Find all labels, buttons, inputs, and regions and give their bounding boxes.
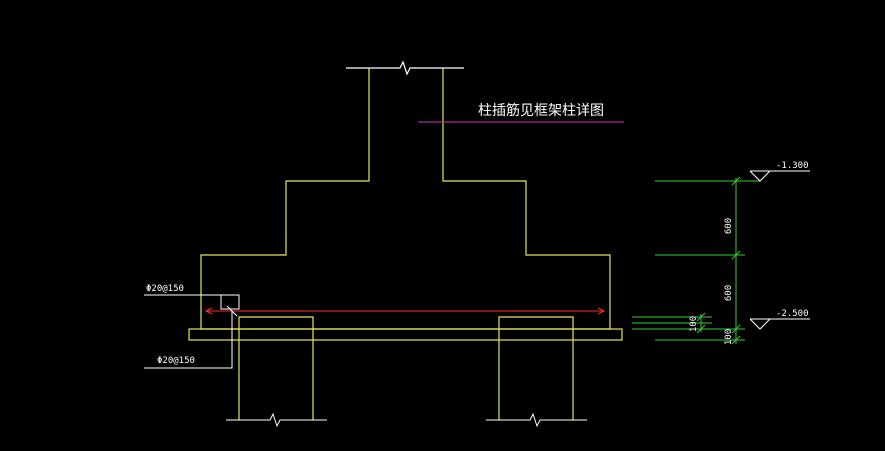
rebar-hook-left xyxy=(204,307,213,315)
column-break-line xyxy=(346,60,464,76)
tick-4 xyxy=(731,335,741,345)
dim-lower-step: 600 xyxy=(724,285,734,301)
elevation-label-bottom: -2.500 xyxy=(776,309,809,319)
elevation-marker-bottom xyxy=(749,318,810,330)
leader-tick xyxy=(226,305,238,317)
bottom-rebar xyxy=(204,307,606,315)
pile-left-break xyxy=(226,412,327,428)
piles xyxy=(238,316,574,420)
pile-break-lines xyxy=(226,412,587,428)
tick-6 xyxy=(696,324,706,334)
elevation-label-top: -1.300 xyxy=(776,161,809,171)
column-note-text: 柱插筋见框架柱详图 xyxy=(478,102,604,119)
leader-bottom xyxy=(144,311,233,369)
tick-3 xyxy=(731,324,741,334)
pile-right-break xyxy=(486,412,587,428)
rebar-label-bottom: Φ20@150 xyxy=(157,356,195,366)
dim-upper-step: 600 xyxy=(724,218,734,234)
rebar-leaders xyxy=(144,294,240,369)
elevation-marker-top xyxy=(749,170,810,182)
cushion-layer xyxy=(188,328,623,341)
dim-cushion: 100 xyxy=(724,329,734,345)
rebar-hook-right xyxy=(597,307,606,315)
dim-pile-embed: 100 xyxy=(689,316,699,332)
dimension-labels: 600 600 100 100 xyxy=(689,218,734,345)
footing-outline xyxy=(188,60,623,341)
rebar-label-top: Φ20@150 xyxy=(146,284,184,294)
tick-2 xyxy=(731,250,741,260)
tick-1 xyxy=(731,176,741,186)
pile-right xyxy=(498,316,574,420)
dimension-chain xyxy=(632,176,760,345)
pile-left xyxy=(238,316,314,420)
tick-5 xyxy=(696,312,706,322)
